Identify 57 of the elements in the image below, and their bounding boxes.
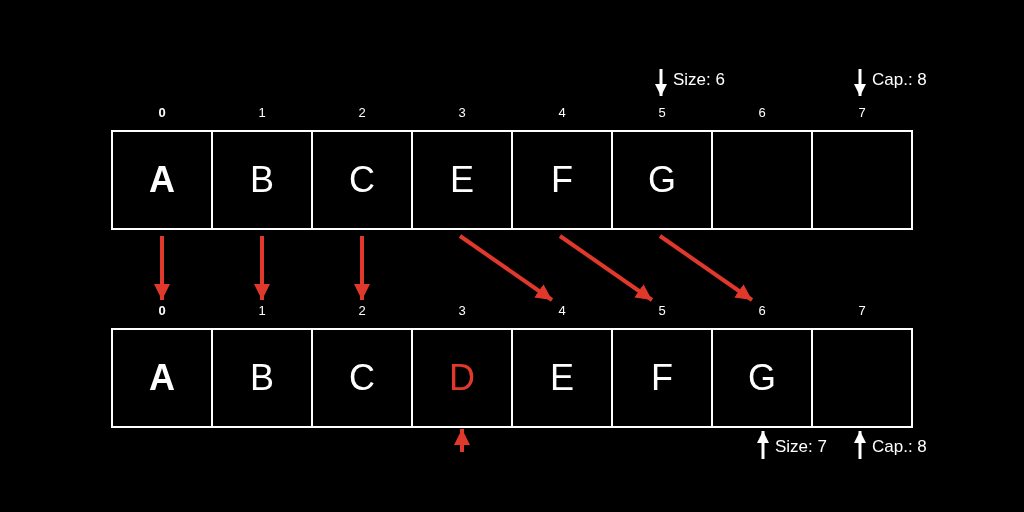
pointer-label: Size: 7 (775, 437, 827, 457)
element-letter: E (450, 162, 474, 198)
index-label: 6 (757, 303, 767, 319)
element-letter: E (550, 360, 574, 396)
array-cell (511, 130, 613, 230)
arrow (854, 69, 866, 96)
index-label: 3 (457, 303, 467, 319)
arrow (757, 431, 769, 459)
index-label: 7 (857, 105, 867, 121)
index-label: 1 (257, 303, 267, 319)
array-cell (111, 328, 213, 428)
element-letter: G (748, 360, 776, 396)
array-cell (611, 328, 713, 428)
index-label: 5 (657, 105, 667, 121)
pointer-label: Size: 6 (673, 70, 725, 90)
element-letter: A (149, 162, 175, 198)
index-label: 2 (357, 303, 367, 319)
array-cell (311, 130, 413, 230)
element-letter: C (349, 360, 375, 396)
arrow (354, 236, 370, 300)
element-letter: D (449, 360, 475, 396)
array-cell (711, 328, 813, 428)
arrow (655, 69, 667, 96)
arrow (854, 431, 866, 459)
pointer-label: Cap.: 8 (872, 70, 927, 90)
index-label: 2 (357, 105, 367, 121)
index-label: 4 (557, 105, 567, 121)
array-cell (411, 130, 513, 230)
element-letter: F (651, 360, 673, 396)
index-label: 5 (657, 303, 667, 319)
array-cell (211, 328, 313, 428)
arrow (658, 234, 754, 302)
array-cell (411, 328, 513, 428)
element-letter: A (149, 360, 175, 396)
array-cell (211, 130, 313, 230)
pointer-label: Cap.: 8 (872, 437, 927, 457)
arrow (154, 236, 170, 300)
array-cell (611, 130, 713, 230)
element-letter: B (250, 162, 274, 198)
index-label: 6 (757, 105, 767, 121)
arrow (558, 234, 654, 302)
index-label: 7 (857, 303, 867, 319)
element-letter: F (551, 162, 573, 198)
index-label: 4 (557, 303, 567, 319)
index-label: 0 (157, 303, 167, 319)
array-cell (111, 130, 213, 230)
element-letter: C (349, 162, 375, 198)
array-cell (511, 328, 613, 428)
array-cell (311, 328, 413, 428)
arrow (458, 234, 554, 302)
arrow (454, 429, 470, 452)
arrow (254, 236, 270, 300)
index-label: 3 (457, 105, 467, 121)
index-label: 0 (157, 105, 167, 121)
index-label: 1 (257, 105, 267, 121)
element-letter: B (250, 360, 274, 396)
element-letter: G (648, 162, 676, 198)
